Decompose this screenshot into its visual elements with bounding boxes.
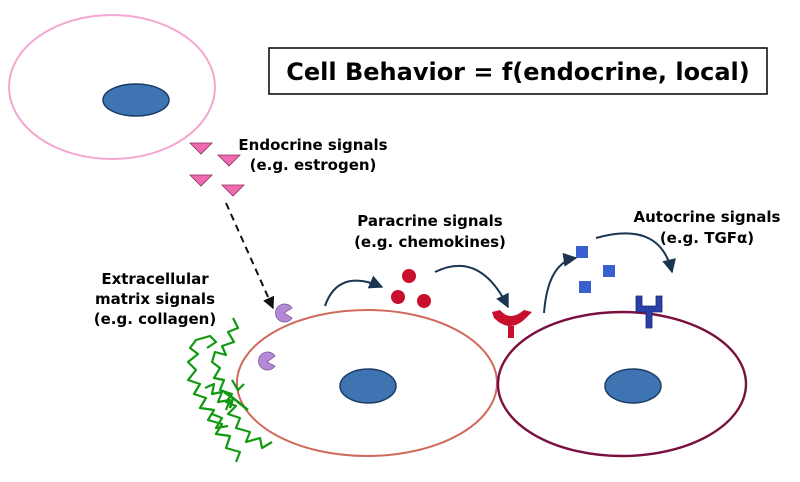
source-cell — [8, 14, 216, 160]
right-cell-nucleus — [604, 368, 662, 404]
autocrine-arrow-out — [543, 252, 578, 314]
endocrine-label-line2: (e.g. estrogen) — [250, 156, 377, 174]
paracrine-signal — [417, 294, 431, 308]
paracrine-label: Paracrine signals (e.g. chemokines) — [354, 212, 506, 251]
paracrine-label-line2: (e.g. chemokines) — [354, 233, 506, 251]
ecm-label-line2: matrix signals — [95, 290, 215, 308]
collagen-strand — [204, 379, 245, 430]
endocrine-receptor — [275, 303, 293, 323]
paracrine-signal — [391, 290, 405, 304]
autocrine-label-line1: Autocrine signals — [634, 208, 781, 226]
endocrine-arrow — [225, 202, 275, 310]
right-cell — [496, 310, 748, 458]
collagen-strand — [210, 317, 273, 450]
title-frame — [268, 47, 768, 95]
middle-cell — [236, 309, 498, 457]
ecm-label-line3: (e.g. collagen) — [94, 310, 216, 328]
autocrine-signal — [603, 265, 615, 277]
endocrine-hormone — [189, 174, 213, 187]
paracrine-receptor — [492, 310, 532, 338]
source-cell-nucleus — [102, 83, 170, 117]
title-box: Cell Behavior = f(endocrine, local) — [268, 47, 768, 95]
autocrine-label: Autocrine signals (e.g. TGFα) — [634, 208, 781, 247]
autocrine-receptor — [635, 295, 663, 329]
collagen-matrix — [186, 317, 273, 463]
autocrine-signal — [576, 246, 588, 258]
autocrine-signals — [576, 246, 615, 293]
paracrine-label-line1: Paracrine signals — [357, 212, 502, 230]
ecm-label: Extracellular matrix signals (e.g. colla… — [94, 270, 216, 328]
endocrine-label: Endocrine signals (e.g. estrogen) — [238, 136, 387, 174]
endocrine-receptor — [258, 351, 276, 371]
paracrine-signals — [391, 269, 431, 308]
collagen-receptor — [223, 390, 249, 412]
paracrine-arrow-out — [324, 275, 384, 307]
collagen-strand — [186, 334, 242, 463]
ecm-label-line1: Extracellular — [101, 270, 209, 288]
endocrine-hormone — [189, 142, 213, 155]
middle-cell-nucleus — [339, 368, 397, 404]
endocrine-hormones — [189, 142, 245, 197]
autocrine-label-line2: (e.g. TGFα) — [660, 229, 754, 247]
paracrine-signal — [402, 269, 416, 283]
autocrine-signal — [579, 281, 591, 293]
source-cell-membrane — [8, 14, 216, 160]
right-cell-membrane — [496, 310, 748, 458]
endocrine-label-line1: Endocrine signals — [238, 136, 387, 154]
endocrine-hormone — [221, 184, 245, 197]
autocrine-arrow-in — [595, 232, 676, 274]
endocrine-receptors — [258, 303, 293, 371]
endocrine-hormone — [217, 154, 241, 167]
title-text: Cell Behavior = f(endocrine, local) — [286, 58, 749, 86]
paracrine-arrow-in — [434, 264, 509, 309]
